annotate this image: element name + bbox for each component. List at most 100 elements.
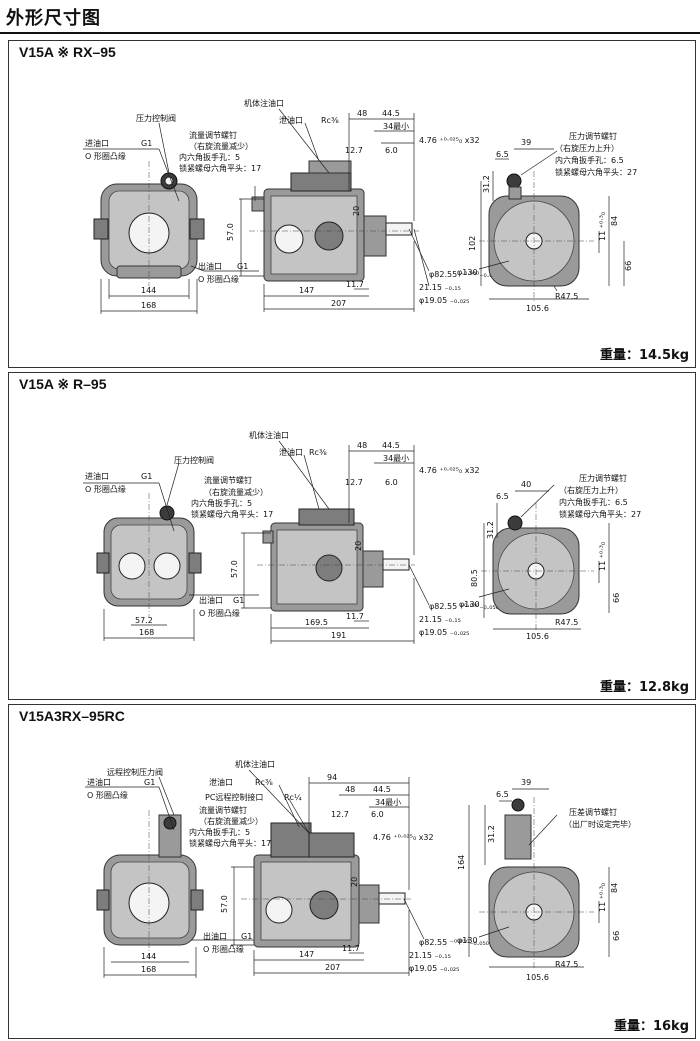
pressure-screw-note: （右旋压力上升）: [559, 485, 623, 495]
fill-port-label: 机体注油口: [249, 430, 289, 440]
pressure-hex-wrench: 内六角扳手孔：6.5: [559, 497, 628, 507]
dim-11-7: 11.7: [346, 612, 364, 621]
drain-port-label: 泄油口: [279, 115, 303, 125]
pressure-screw-label: 压力调节螺钉: [569, 131, 617, 141]
dim-34-min: 34最小: [383, 454, 409, 463]
dim-191: 191: [331, 631, 346, 640]
dim-144: 144: [141, 286, 156, 295]
dim-94: 94: [327, 773, 337, 782]
dim-12-7: 12.7: [345, 478, 363, 487]
drain-port-size: Rc⅜: [321, 116, 339, 125]
inlet-label: 进油口: [85, 471, 109, 481]
side-view: [241, 440, 430, 644]
dim-207: 207: [325, 963, 340, 972]
pressure-screw-note: （右旋压力上升）: [555, 143, 619, 153]
dim-168: 168: [141, 301, 156, 310]
dim-105-6: 105.6: [526, 304, 549, 313]
panel-title: V15A3RX–95RC: [19, 708, 125, 724]
inlet-flange-label: O 形圈凸缘: [85, 151, 126, 161]
panel-v15a-r95: 压力控制阀 进油口 G1 O 形圈凸缘 出油口 G1 O 形圈凸缘 57.2 1…: [8, 372, 696, 700]
dim-20: 20: [354, 541, 363, 551]
control-valve-label: 远程控制压力阀: [107, 767, 163, 777]
dim-11: 11 ⁺⁰·³₀: [598, 883, 607, 912]
dim-34-min: 34最小: [383, 122, 409, 131]
dim-102: 102: [468, 236, 477, 251]
weight-label: 重量：14.5kg: [599, 348, 689, 363]
weight-label: 重量：16kg: [613, 1019, 689, 1034]
pc-port-size: Rc¼: [284, 793, 302, 802]
dim-105-6: 105.6: [526, 632, 549, 641]
dim-80-5: 80.5: [470, 569, 479, 587]
flow-lock-nut: 锁紧螺母六角平头：17: [179, 163, 261, 173]
flow-screw-note: （右旋流量减少）: [204, 487, 268, 497]
flow-hex-wrench: 内六角扳手孔：5: [191, 498, 252, 508]
outlet-flange-label: O 形圈凸缘: [203, 944, 244, 954]
dim-19-05: φ19.05 ₋₀.₀₂₅: [419, 296, 469, 305]
control-valve-label: 压力控制阀: [136, 113, 176, 123]
outlet-label: 出油口: [203, 931, 227, 941]
dim-r47-5: R47.5: [555, 292, 578, 301]
pressure-lock-nut: 锁紧螺母六角平头：27: [559, 509, 641, 519]
inlet-size: G1: [141, 472, 152, 481]
dim-6-5: 6.5: [496, 790, 509, 799]
page-title: 外形尺寸图: [6, 8, 101, 29]
pc-port-label: PC远程控制接口: [205, 792, 263, 802]
flow-hex-wrench: 内六角扳手孔：5: [189, 827, 250, 837]
drawing-v15a-rx95: 压力控制阀 进油口 G1 O 形圈凸缘 出油口 G1 O 形圈凸缘 144 16…: [83, 98, 637, 314]
dim-21-15: 21.15 ₋₀.₁₅: [409, 951, 451, 960]
dim-31-2: 31.2: [487, 825, 496, 843]
dim-66: 66: [624, 261, 633, 271]
dim-6-0: 6.0: [385, 478, 398, 487]
key-dimension: 4.76 ⁺⁰·⁰²⁵₀ x32: [373, 833, 434, 842]
inlet-label: 进油口: [85, 138, 109, 148]
dim-39: 39: [521, 138, 531, 147]
panel-v15a3rx95rc: 远程控制压力阀 进油口 G1 O 形圈凸缘 出油口 G1 O 形圈凸缘 144 …: [8, 704, 696, 1039]
dim-31-2: 31.2: [486, 521, 495, 539]
dim-48: 48: [357, 441, 367, 450]
flow-screw-note: （右旋流量减少）: [199, 816, 263, 826]
dim-82-55: φ82.55 ⁻⁰·⁰³⁰₋₀.₀₅₀: [419, 938, 489, 947]
dim-82-55: φ82.55 ⁻⁰·⁰³⁰₋₀.₀₅₀: [429, 270, 499, 279]
dim-39: 39: [521, 778, 531, 787]
outlet-label: 出油口: [198, 261, 222, 271]
outlet-size: G1: [241, 932, 252, 941]
pressure-screw-note: （出厂时设定完毕）: [564, 819, 636, 829]
dim-168: 168: [139, 628, 154, 637]
flow-screw-label: 流量调节螺钉: [204, 475, 252, 485]
end-view: [478, 148, 625, 301]
pressure-lock-nut: 锁紧螺母六角平头：27: [555, 167, 637, 177]
dim-164: 164: [457, 855, 466, 870]
flow-screw-note: （右旋流量减少）: [189, 141, 253, 151]
title-divider: [0, 32, 700, 34]
outlet-flange-label: O 形圈凸缘: [198, 274, 239, 284]
dim-57: 57.0: [220, 895, 229, 913]
dim-57-2: 57.2: [135, 616, 153, 625]
inlet-label: 进油口: [87, 777, 111, 787]
dim-31-2: 31.2: [482, 175, 491, 193]
drawing-v15a-r95: 压力控制阀 进油口 G1 O 形圈凸缘 出油口 G1 O 形圈凸缘 57.2 1…: [83, 430, 641, 644]
dim-11-7: 11.7: [342, 944, 360, 953]
dim-6-0: 6.0: [371, 810, 384, 819]
dim-11-7: 11.7: [346, 280, 364, 289]
dim-66: 66: [612, 931, 621, 941]
dim-21-15: 21.15 ₋₀.₁₅: [419, 615, 461, 624]
flow-screw-label: 流量调节螺钉: [189, 130, 237, 140]
dim-57: 57.0: [226, 223, 235, 241]
dim-57: 57.0: [230, 560, 239, 578]
drawing-v15a3rx95rc: 远程控制压力阀 进油口 G1 O 形圈凸缘 出油口 G1 O 形圈凸缘 144 …: [85, 759, 636, 982]
key-dimension: 4.76 ⁺⁰·⁰²⁵₀ x32: [419, 136, 480, 145]
dim-130: φ130: [457, 936, 478, 945]
dim-82-55: φ82.55 ⁻⁰·⁰³⁰₋₀.₀₅₀: [429, 602, 499, 611]
dim-169-5: 169.5: [305, 618, 328, 627]
dim-147: 147: [299, 286, 314, 295]
dim-147: 147: [299, 950, 314, 959]
dim-40: 40: [521, 480, 531, 489]
dim-34-min: 34最小: [375, 798, 401, 807]
side-view: [239, 108, 430, 312]
pressure-hex-wrench: 内六角扳手孔：6.5: [555, 155, 624, 165]
dim-144: 144: [141, 952, 156, 961]
drain-port-size: Rc⅜: [309, 448, 327, 457]
weight-label: 重量：12.8kg: [599, 680, 689, 695]
flow-lock-nut: 锁紧螺母六角平头：17: [189, 838, 271, 848]
control-valve-label: 压力控制阀: [174, 455, 214, 465]
